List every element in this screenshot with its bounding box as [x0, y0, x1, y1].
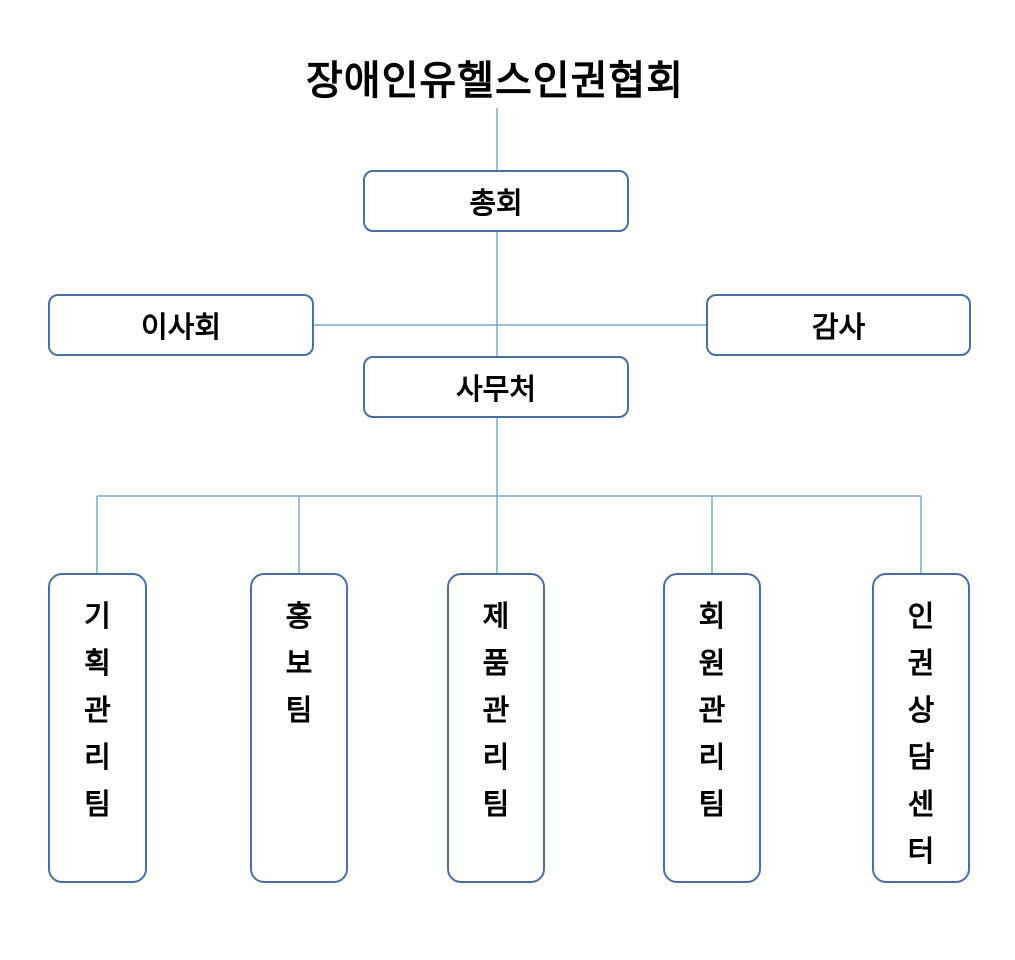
team-box-product: 제 품 관 리 팀: [447, 573, 545, 883]
audit-box: 감사: [706, 294, 971, 356]
team-label-member: 회 원 관 리 팀: [698, 599, 726, 821]
team-box-planning: 기 획 관 리 팀: [48, 573, 147, 883]
board-label: 이사회: [140, 310, 222, 344]
secretariat-label: 사무처: [455, 372, 537, 406]
team-label-product: 제 품 관 리 팀: [482, 599, 510, 821]
general-assembly-label: 총회: [469, 186, 523, 220]
team-label-rights-center: 인 권 상 담 센 터: [907, 599, 935, 868]
team-label-planning: 기 획 관 리 팀: [84, 599, 111, 821]
team-box-member: 회 원 관 리 팀: [663, 573, 761, 883]
general-assembly-box: 총회: [363, 170, 629, 232]
org-title: 장애인유헬스인권협회: [306, 58, 684, 104]
team-label-pr: 홍 보 팀: [285, 599, 313, 727]
board-box: 이사회: [48, 294, 314, 356]
secretariat-box: 사무처: [363, 356, 629, 418]
team-box-pr: 홍 보 팀: [250, 573, 348, 883]
team-box-rights-center: 인 권 상 담 센 터: [872, 573, 970, 883]
audit-label: 감사: [811, 310, 866, 344]
